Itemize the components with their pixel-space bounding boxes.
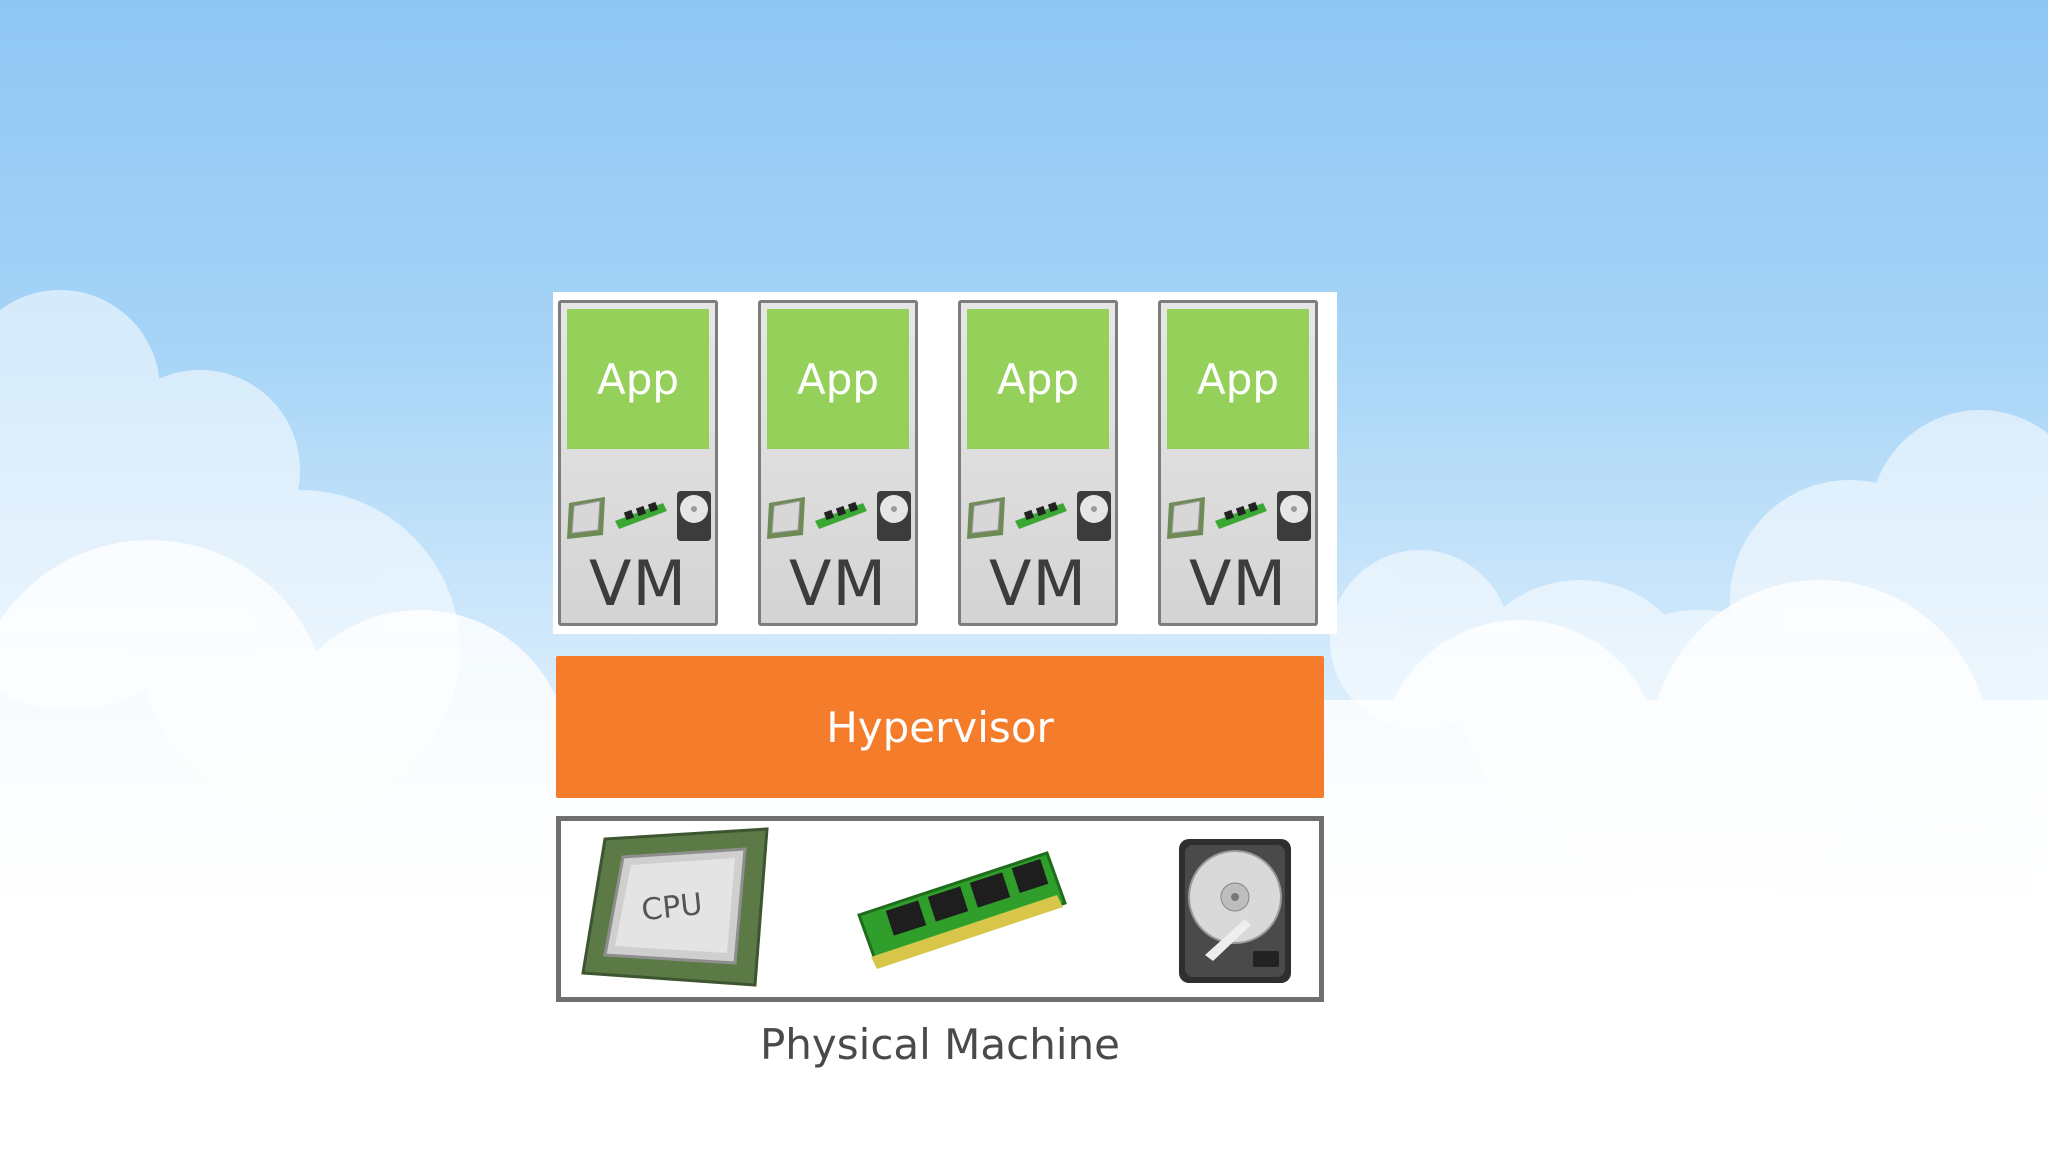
cpu-chip-icon: CPU bbox=[581, 827, 769, 987]
vm-resources bbox=[767, 491, 911, 541]
ram-module-icon bbox=[1215, 501, 1267, 529]
cpu-chip-icon bbox=[967, 497, 1005, 539]
hard-drive-icon bbox=[877, 491, 911, 541]
app-block: App bbox=[967, 309, 1109, 449]
cpu-chip-icon bbox=[567, 497, 605, 539]
hard-drive-icon bbox=[677, 491, 711, 541]
app-block: App bbox=[767, 309, 909, 449]
vm-label: VM bbox=[989, 547, 1087, 620]
vm-label: VM bbox=[589, 547, 687, 620]
ram-module-icon bbox=[615, 501, 667, 529]
cpu-chip-icon bbox=[767, 497, 805, 539]
ram-module-icon bbox=[1015, 501, 1067, 529]
virtual-machine: App VM bbox=[758, 300, 918, 626]
hard-drive-icon bbox=[1077, 491, 1111, 541]
ram-module-icon bbox=[857, 851, 1067, 969]
cpu-chip-text: CPU bbox=[640, 887, 704, 928]
virtual-machine: App VM bbox=[958, 300, 1118, 626]
physical-machine-label: Physical Machine bbox=[759, 1020, 1120, 1069]
vm-resources bbox=[967, 491, 1111, 541]
vm-label: VM bbox=[1189, 547, 1287, 620]
vm-resources bbox=[1167, 491, 1311, 541]
hypervisor-layer: Hypervisor bbox=[556, 656, 1324, 798]
virtual-machine: App VM bbox=[1158, 300, 1318, 626]
ram-module-icon bbox=[815, 501, 867, 529]
physical-machine-box: CPU bbox=[556, 816, 1324, 1002]
hard-drive-icon bbox=[1179, 839, 1291, 983]
app-block: App bbox=[567, 309, 709, 449]
cpu-chip-icon bbox=[1167, 497, 1205, 539]
vm-resources bbox=[567, 491, 711, 541]
virtual-machine: App VM bbox=[558, 300, 718, 626]
vm-stack: App VM App bbox=[553, 292, 1337, 634]
vm-label: VM bbox=[789, 547, 887, 620]
hard-drive-icon bbox=[1277, 491, 1311, 541]
app-block: App bbox=[1167, 309, 1309, 449]
